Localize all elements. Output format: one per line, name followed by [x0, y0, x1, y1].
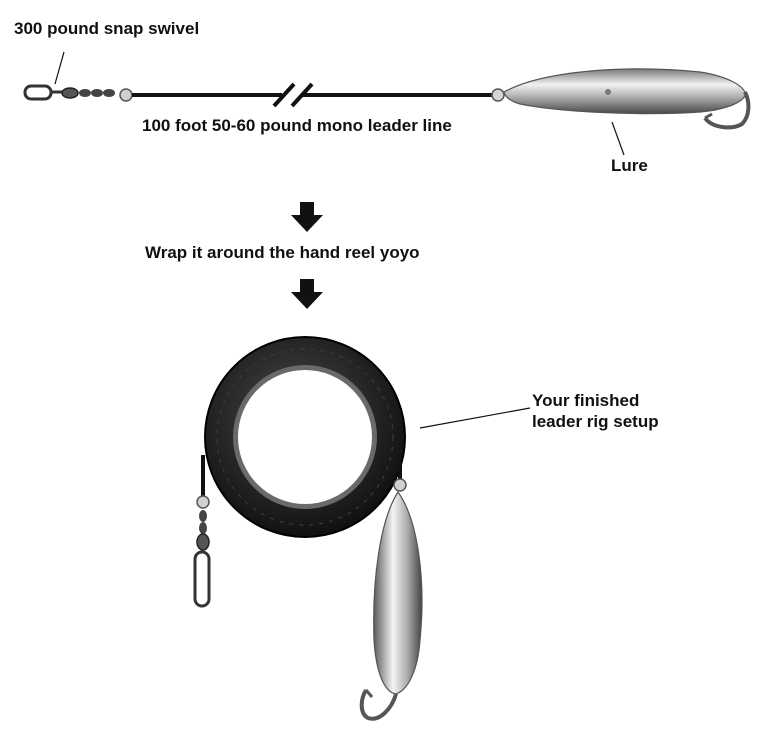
hand-reel-yoyo-icon [204, 336, 406, 538]
leader-line-label: 100 foot 50-60 pound mono leader line [142, 116, 452, 135]
instruction-label: Wrap it around the hand reel yoyo [145, 243, 420, 262]
snap-swivel-pointer [54, 51, 65, 85]
down-arrow-icon [291, 279, 323, 309]
finished-pointer [419, 407, 531, 429]
lure-icon [503, 68, 751, 130]
lure-pointer [611, 121, 625, 156]
snap-swivel-icon [23, 84, 133, 102]
line-break-icon [272, 82, 296, 108]
finished-label-line1: Your finished [532, 391, 640, 410]
lure-label: Lure [611, 156, 648, 175]
finished-label-line2: leader rig setup [532, 412, 659, 431]
top-rig [23, 51, 751, 156]
down-arrow-icon [291, 202, 323, 232]
snap-swivel-label: 300 pound snap swivel [14, 19, 200, 38]
hanging-swivel-icon [193, 495, 211, 608]
finished-rig [193, 336, 531, 721]
hanging-lure-icon [359, 490, 423, 721]
